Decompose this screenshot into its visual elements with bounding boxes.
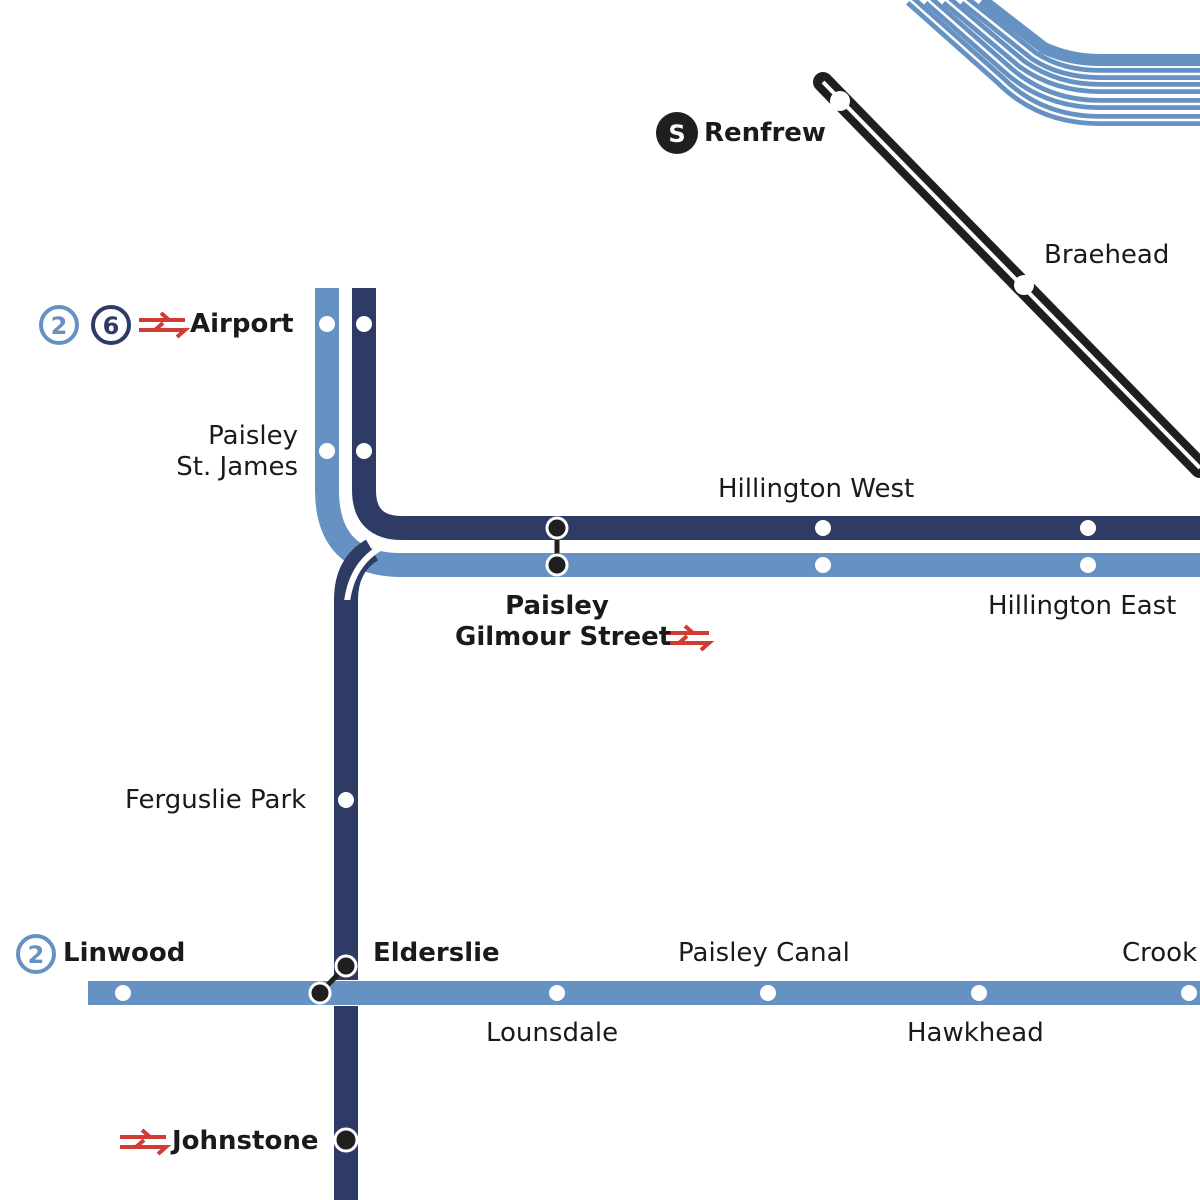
national-rail-johnstone-icon (120, 1128, 172, 1156)
badge-line-2-linwood-icon: 2 (16, 934, 56, 974)
station-label-johnstone[interactable]: Johnstone (172, 1126, 319, 1156)
dark-line-airport (352, 288, 1200, 540)
station-label-hillington-east[interactable]: Hillington East (988, 591, 1177, 621)
interchange-gilmour-street (545, 516, 569, 577)
station-label-paisley-canal[interactable]: Paisley Canal (678, 938, 850, 968)
interchange-elderslie (308, 954, 358, 1005)
station-label-airport[interactable]: Airport (190, 309, 294, 339)
national-rail-gilmour-icon (663, 624, 715, 652)
badge-s-renfrew-text: S (668, 120, 685, 148)
renfrew-line (813, 72, 1200, 478)
national-rail-airport-icon (139, 311, 191, 339)
station-johnstone-marker (333, 1127, 359, 1153)
river-bundle (906, 0, 1200, 126)
station-label-elderslie[interactable]: Elderslie (373, 938, 500, 968)
station-label-renfrew[interactable]: Renfrew (704, 118, 826, 148)
station-label-ferguslie-park[interactable]: Ferguslie Park (125, 785, 307, 815)
station-label-paisley-st-james[interactable]: Paisley St. James (148, 421, 298, 483)
paisley-st-james-line2: St. James (176, 452, 298, 482)
badge-line-2-airport-icon: 2 (39, 305, 79, 345)
station-label-hawkhead[interactable]: Hawkhead (907, 1018, 1044, 1048)
badge-2-linwood-text: 2 (28, 941, 45, 969)
light-line-airport (315, 288, 1200, 577)
station-label-paisley-gilmour-street[interactable]: Paisley Gilmour Street (440, 591, 674, 653)
badge-6-airport-text: 6 (103, 312, 120, 340)
badge-subway-renfrew-icon: S (656, 112, 698, 154)
gilmour-street-line1: Paisley (505, 591, 609, 621)
badge-2-airport-text: 2 (51, 312, 68, 340)
station-markers (115, 91, 1197, 1001)
gilmour-street-line2: Gilmour Street (455, 622, 672, 652)
station-label-linwood[interactable]: Linwood (63, 938, 186, 968)
badge-line-6-airport-icon: 6 (91, 305, 131, 345)
station-label-lounsdale[interactable]: Lounsdale (486, 1018, 619, 1048)
paisley-st-james-line1: Paisley (208, 421, 298, 451)
station-label-hillington-west[interactable]: Hillington West (718, 474, 915, 504)
station-label-braehead[interactable]: Braehead (1044, 240, 1170, 270)
station-label-crookston[interactable]: Crook (1122, 938, 1198, 968)
